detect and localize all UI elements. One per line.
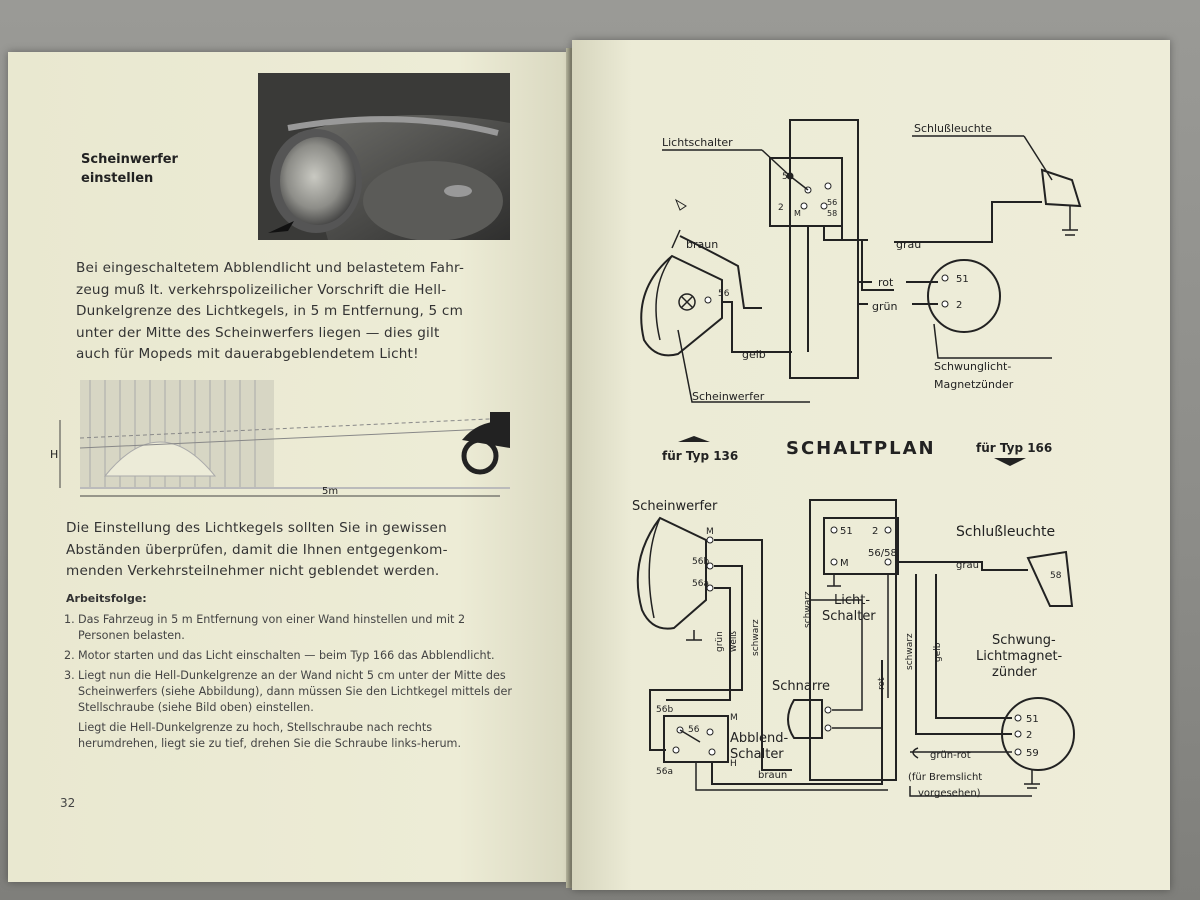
top-schlussleuchte-label: Schlußleuchte (914, 122, 992, 135)
step-number (64, 720, 78, 752)
intro-line: unter der Mitte des Scheinwerfers liegen… (76, 324, 440, 341)
dimmer-terminal-m: M (730, 713, 738, 723)
heading-line-2: einstellen (81, 171, 154, 186)
intro-line: Dunkelgrenze des Lichtkegels, in 5 m Ent… (76, 303, 464, 319)
schwunglicht-label-2: Magnetzünder (934, 378, 1014, 391)
right-page: 51 2 M 56 58 Lichtschalter 56 braun gelb (572, 40, 1170, 890)
bottom-wire-gelb: gelb (933, 642, 943, 662)
tail-terminal-58: 58 (1050, 571, 1062, 581)
abblend-label-1: Abblend- (730, 731, 788, 746)
bottom-wire-weiss: weiß (729, 631, 739, 652)
schwung-label-2: Lichtmagnet- (976, 649, 1063, 664)
lichtschalter-terminal-m: M (794, 209, 801, 218)
bottom-wire-schwarz-b: schwarz (803, 591, 813, 628)
schwunglicht-label-1: Schwunglicht- (934, 360, 1011, 373)
magneto-terminal-2: 2 (1026, 730, 1032, 741)
headlight-photo-drawing (258, 73, 510, 240)
step-item: Liegt die Hell-Dunkelgrenze zu hoch, Ste… (64, 720, 514, 752)
beam-figure: H 5m (50, 378, 511, 498)
intro-line: Bei eingeschaltetem Abblendlicht und bel… (76, 260, 465, 276)
step-number: 2. (64, 649, 75, 662)
dimmer-terminal-56a: 56a (656, 767, 673, 777)
bottom-wire-schwarz-c: schwarz (905, 633, 915, 670)
steps-list: 1. Das Fahrzeug in 5 m Entfernung von ei… (64, 612, 514, 756)
heading-line-1: Scheinwerfer (81, 152, 178, 167)
check-line: Die Einstellung des Lichtkegels sollten … (66, 520, 447, 536)
bottom-wire-grau: grau (956, 560, 979, 571)
scheinwerfer-terminal-56: 56 (718, 289, 730, 299)
lichtschalter-terminal-58: 58 (827, 209, 837, 218)
magneto-terminal-51: 51 (1026, 714, 1039, 725)
bottom-schlussleuchte-label: Schlußleuchte (956, 524, 1055, 540)
intro-line: auch für Mopeds mit dauerabgeblendetem L… (76, 346, 419, 362)
lichtschalter-label: Lichtschalter (662, 136, 733, 149)
bottom-wire-gruen: grün (715, 631, 725, 652)
diagram-typ-136: 51 2 M 56 58 Lichtschalter 56 braun gelb (640, 119, 1082, 403)
page-number: 32 (60, 796, 76, 810)
height-label: H (50, 448, 58, 461)
step-text: Liegt nun die Hell-Dunkelgrenze an der W… (78, 669, 512, 714)
licht-label-2: Schalter (822, 609, 876, 624)
top-wire-gelb: gelb (742, 348, 766, 361)
bremslicht-note-1: (für Bremslicht (908, 772, 982, 783)
sw-terminal-56a: 56a (692, 579, 709, 589)
sw-terminal-56b: 56b (692, 557, 709, 567)
moped-silhouette (461, 412, 510, 475)
check-paragraph: Die Einstellung des Lichtkegels sollten … (66, 518, 546, 583)
schaltplan-title-row: für Typ 136 SCHALTPLAN für Typ 166 (662, 436, 1052, 466)
beam-figure-drawing: H 5m (50, 380, 511, 497)
distance-label: 5m (322, 486, 338, 497)
schnarre-label: Schnarre (772, 679, 830, 694)
book-gutter (566, 48, 576, 888)
magneto-terminal-59: 59 (1026, 748, 1039, 759)
bremslicht-note-2: vorgesehen) (918, 788, 981, 799)
sw-terminal-m: M (706, 527, 714, 537)
step-number: 3. (64, 669, 75, 682)
abblend-label-2: Schalter (730, 747, 784, 762)
type-136-label: für Typ 136 (662, 449, 738, 463)
bottom-scheinwerfer-label: Scheinwerfer (632, 499, 718, 514)
check-line: menden Verkehrsteilnehmer nicht geblende… (66, 563, 440, 579)
bottom-wire-rot: rot (877, 677, 887, 690)
headlight-photo (258, 73, 510, 240)
section-heading: Scheinwerfer einstellen (81, 150, 178, 188)
bottom-wire-gruen-rot: grün-rot (930, 750, 971, 761)
bottom-wire-schwarz-a: schwarz (751, 619, 761, 656)
diagram-typ-166: Scheinwerfer M 56b 56a grün weiß schwarz (632, 499, 1075, 799)
lichtschalter-terminal-5658: 56/58 (868, 548, 897, 559)
step-text: Liegt die Hell-Dunkelgrenze zu hoch, Ste… (78, 721, 461, 750)
intro-line: zeug muß lt. verkehrspolizeilicher Vorsc… (76, 281, 447, 298)
lichtschalter-terminal-51: 51 (782, 172, 793, 182)
bottom-wire-braun: braun (758, 770, 787, 781)
lichtschalter-terminal-2: 2 (872, 526, 878, 537)
dimmer-terminal-h: H (730, 759, 737, 769)
dimmer-terminal-56: 56 (688, 725, 700, 735)
magneto-terminal-2: 2 (956, 300, 962, 311)
wiring-diagrams: 51 2 M 56 58 Lichtschalter 56 braun gelb (632, 119, 1082, 799)
step-number: 1. (64, 613, 75, 626)
lichtschalter-terminal-56: 56 (827, 198, 837, 207)
top-wire-braun: braun (686, 238, 718, 251)
top-wire-gruen: grün (872, 300, 897, 313)
steps-heading: Arbeitsfolge: (66, 592, 147, 605)
intro-paragraph: Bei eingeschaltetem Abblendlicht und bel… (76, 258, 546, 366)
step-item: 1. Das Fahrzeug in 5 m Entfernung von ei… (64, 612, 514, 644)
type-166-label: für Typ 166 (976, 441, 1052, 455)
lichtschalter-terminal-m: M (840, 558, 849, 569)
magneto-terminal-51: 51 (956, 274, 969, 285)
lichtschalter-terminal-51: 51 (840, 526, 853, 537)
top-wire-grau: grau (896, 238, 921, 251)
step-item: 3. Liegt nun die Hell-Dunkelgrenze an de… (64, 668, 514, 716)
top-wire-rot: rot (878, 276, 894, 289)
step-item: 2. Motor starten und das Licht einschalt… (64, 648, 514, 664)
schwung-label-1: Schwung- (992, 633, 1056, 648)
step-text: Motor starten und das Licht einschalten … (78, 649, 495, 662)
step-text: Das Fahrzeug in 5 m Entfernung von einer… (78, 613, 466, 642)
lichtschalter-terminal-2: 2 (778, 203, 784, 213)
schwung-label-3: zünder (992, 665, 1038, 680)
schaltplan-title: SCHALTPLAN (786, 438, 936, 459)
check-line: Abständen überprüfen, damit die Ihnen en… (66, 541, 448, 558)
top-scheinwerfer-label: Scheinwerfer (692, 390, 765, 403)
dimmer-terminal-56b: 56b (656, 705, 673, 715)
